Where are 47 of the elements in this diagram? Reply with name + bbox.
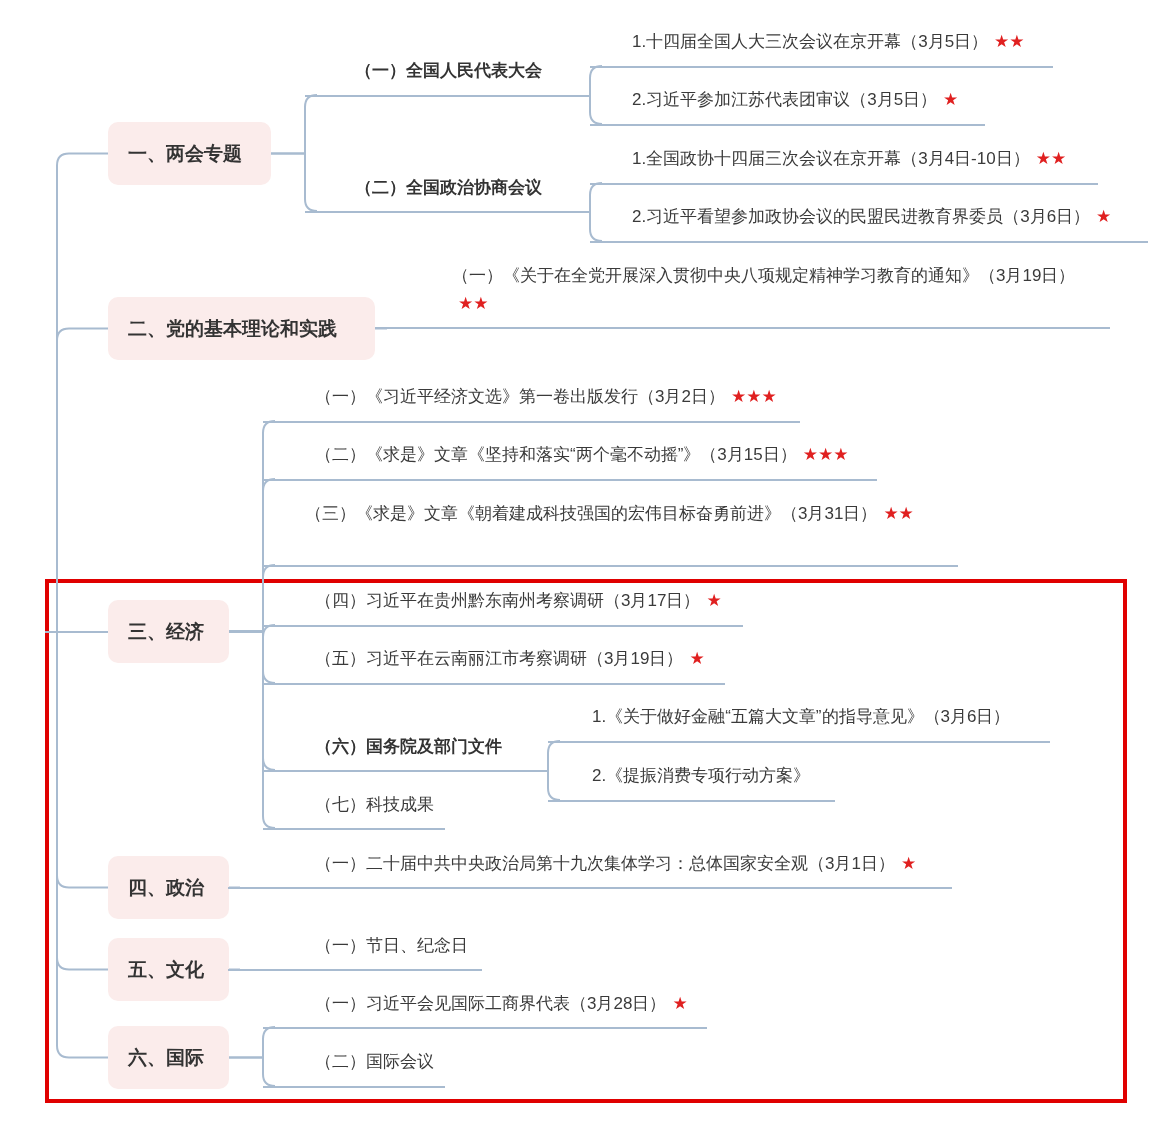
star-rating: ★★★: [730, 387, 777, 406]
topic-text: （一）节日、纪念日: [315, 936, 468, 955]
category-box: 四、政治: [108, 856, 229, 919]
connector-line: [547, 740, 561, 771]
topic-text: （七）科技成果: [315, 795, 434, 814]
star-rating: ★★: [458, 294, 489, 313]
topic-text: （四）习近平在贵州黔东南州考察调研（3月17日）: [315, 591, 701, 610]
topic-text: 1.十四届全国人大三次会议在京开幕（3月5日）: [632, 32, 989, 51]
star-rating: ★: [943, 90, 959, 109]
topic-text: 1.全国政协十四届三次会议在京开幕（3月4日-10日）: [632, 149, 1030, 168]
star-rating: ★★: [994, 32, 1025, 51]
connector-line: [44, 631, 109, 1059]
topic-text: （六）国务院及部门文件: [315, 737, 502, 756]
connector-line: [589, 65, 603, 96]
connector-line: [547, 769, 561, 801]
category-box: 三、经济: [108, 600, 229, 663]
category-box: 二、党的基本理论和实践: [108, 297, 375, 360]
topic-text: 2.习近平参加江苏代表团审议（3月5日）: [632, 90, 938, 109]
star-rating: ★★: [883, 504, 914, 523]
connector-line: [228, 1056, 276, 1087]
topic-text: （二）《求是》文章《坚持和落实“两个毫不动摇”》（3月15日）: [315, 445, 797, 464]
topic-text: （三）《求是》文章《朝着建成科技强国的宏伟目标奋勇前进》（3月31日）: [305, 504, 878, 523]
star-rating: ★: [1096, 207, 1112, 226]
star-rating: ★: [706, 591, 722, 610]
connector-line: [270, 152, 318, 212]
connector-line: [589, 94, 603, 125]
category-box: 五、文化: [108, 938, 229, 1001]
topic-text: 1.《关于做好金融“五篇大文章”的指导意见》（3月6日）: [592, 707, 1011, 726]
connector-line: [589, 182, 603, 212]
topic-text: （二）国际会议: [315, 1052, 434, 1071]
star-rating: ★: [689, 649, 705, 668]
topic-text: （一）《习近平经济文选》第一卷出版发行（3月2日）: [315, 387, 725, 406]
topic-text: （二）全国政治协商会议: [355, 178, 542, 197]
star-rating: ★: [672, 994, 688, 1013]
topic-text: 2.《提振消费专项行动方案》: [592, 766, 811, 785]
category-box: 一、两会专题: [108, 122, 271, 185]
star-rating: ★: [900, 854, 917, 873]
connector-line: [589, 210, 603, 242]
topic-text: 2.习近平看望参加政协会议的民盟民进教育界委员（3月6日）: [632, 207, 1091, 226]
topic-text: （一）习近平会见国际工商界代表（3月28日）: [315, 994, 667, 1013]
category-box: 六、国际: [108, 1026, 229, 1089]
star-rating: ★★★: [802, 445, 849, 464]
topic-text: （一）全国人民代表大会: [355, 61, 542, 80]
topic-text: （一）二十届中共中央政治局第十九次集体学习：总体国家安全观（3月1日）: [315, 854, 895, 873]
topic-text: （五）习近平在云南丽江市考察调研（3月19日）: [315, 649, 684, 668]
star-rating: ★★: [1035, 149, 1067, 168]
topic-text: （一）《关于在全党开展深入贯彻中央八项规定精神学习教育的通知》（3月19日）: [452, 266, 1076, 285]
